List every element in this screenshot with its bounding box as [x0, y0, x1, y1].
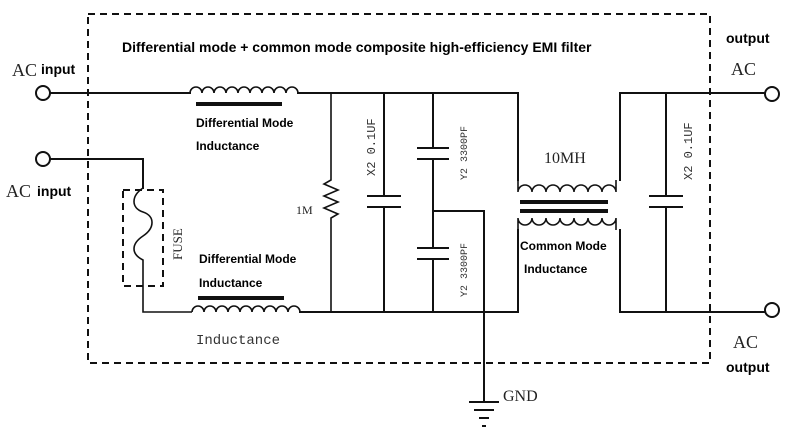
- fuse-housing: [122, 189, 164, 287]
- dm-inductor-bottom-label-2: Inductance: [199, 276, 263, 290]
- ground-symbol: [469, 401, 499, 427]
- fuse-label: FUSE: [170, 228, 185, 260]
- y2-cap-bottom: [417, 247, 449, 313]
- dm-inductor-top-label-2: Inductance: [196, 139, 260, 153]
- dm-inductor-top-label-1: Differential Mode: [196, 116, 294, 130]
- top-rail-mid-wire: [297, 92, 519, 181]
- fuse-element: [133, 187, 192, 313]
- cm-choke-bottom-coil: [517, 217, 617, 230]
- ac-input-top-label: input: [41, 61, 76, 77]
- dm-inductor-top-coil: [189, 86, 299, 94]
- diagram-title: Differential mode + common mode composit…: [122, 39, 592, 55]
- resistor-1m: [321, 93, 341, 312]
- x2-cap-left-label: X2 0.1UF: [365, 118, 379, 176]
- y2-cap-top-label: Y2 3300PF: [460, 126, 471, 180]
- ac-input-bottom-ac: AC: [6, 181, 31, 201]
- bottom-rail-right-wire: [619, 229, 766, 313]
- cm-choke-value: 10MH: [544, 150, 586, 167]
- filter-enclosure: [87, 13, 711, 364]
- bottom-input-wire: [49, 158, 144, 189]
- ac-input-top-terminal: [35, 85, 51, 101]
- resistor-label: 1M: [296, 203, 313, 217]
- x2-cap-right-label: X2 0.1UF: [682, 122, 696, 180]
- cm-choke-top-coil: [517, 180, 617, 193]
- ac-output-bottom-terminal: [764, 302, 780, 318]
- y2-cap-bottom-label: Y2 3300PF: [460, 243, 471, 297]
- dm-inductor-bottom-sublabel: Inductance: [196, 333, 280, 349]
- ac-input-top-ac: AC: [12, 60, 37, 80]
- ac-input-bottom-terminal: [35, 151, 51, 167]
- y2-cap-top: [417, 92, 449, 249]
- x2-cap-right: [649, 92, 683, 313]
- dm-inductor-bottom-coil: [191, 305, 301, 313]
- output-top-ac: AC: [731, 59, 756, 79]
- ac-input-bottom-label: input: [37, 183, 72, 199]
- x2-cap-left: [367, 92, 401, 313]
- ac-output-top-terminal: [764, 86, 780, 102]
- output-bottom-ac: AC: [733, 332, 758, 352]
- cm-choke-label-1: Common Mode: [520, 239, 607, 253]
- ground-label: GND: [503, 388, 538, 405]
- bottom-rail-mid-wire: [299, 229, 519, 313]
- output-top-label: output: [726, 30, 770, 46]
- ground-wire: [432, 210, 485, 403]
- cm-choke-label-2: Inductance: [524, 262, 588, 276]
- dm-inductor-bottom-label-1: Differential Mode: [199, 252, 297, 266]
- top-rail-right-wire: [619, 92, 766, 181]
- output-bottom-label: output: [726, 359, 770, 375]
